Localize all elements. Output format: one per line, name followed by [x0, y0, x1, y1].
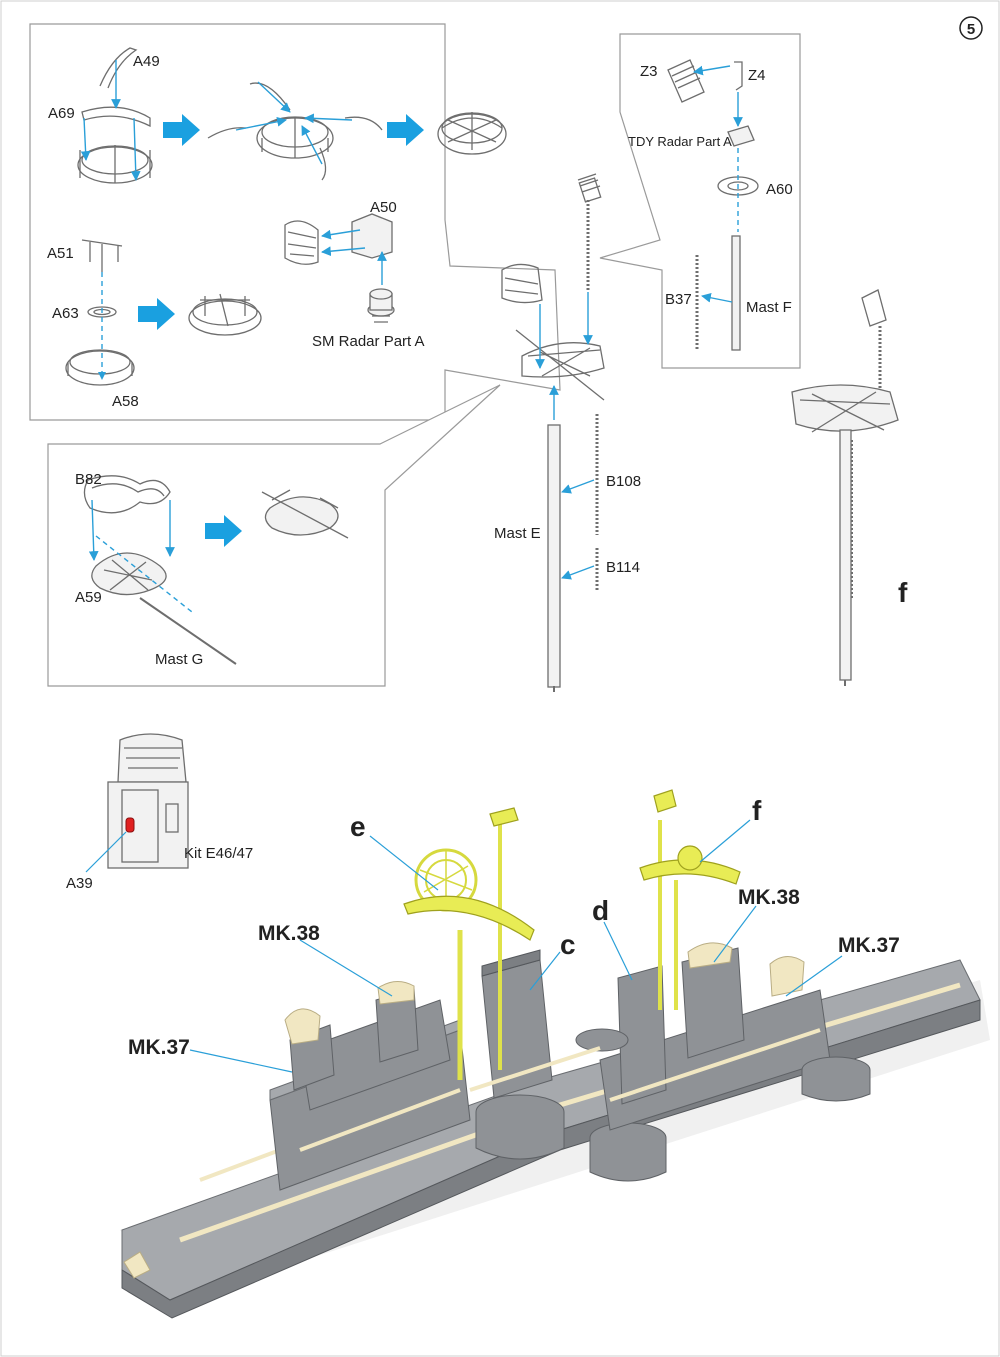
label-tdy-radar-part-a: TDY Radar Part A	[628, 134, 732, 149]
radar-ring-parts: A49 A69	[48, 47, 160, 184]
step-arrow-3	[138, 298, 175, 330]
label-final-f: f	[898, 577, 908, 608]
callout-e: e	[350, 811, 366, 842]
step-arrow-2	[387, 114, 424, 146]
label-b37: B37	[665, 291, 692, 308]
platform-parts: B82 A59 Mast G	[75, 471, 237, 668]
callout-d: d	[592, 895, 609, 926]
label-a51: A51	[47, 245, 74, 262]
label-b114: B114	[606, 559, 640, 576]
label-mast-g: Mast G	[155, 651, 203, 668]
mast-e-parts: B108 B114 Mast E	[494, 414, 641, 692]
radar-mount-finished	[188, 293, 262, 336]
final-mast-assembly: f	[791, 289, 908, 686]
callout-mk37-right: MK.37	[838, 934, 900, 957]
label-a69: A69	[48, 105, 75, 122]
callout-f: f	[752, 795, 762, 826]
label-a49: A49	[133, 53, 160, 70]
label-z4: Z4	[748, 67, 766, 84]
radar-ring-assembly	[207, 81, 383, 181]
label-mast-e: Mast E	[494, 525, 541, 542]
tdy-radar-parts: Z3 Z4 TDY Radar Part A A60 B37 Mast F	[628, 59, 793, 351]
step-arrow-4	[205, 515, 242, 547]
callout-c: c	[560, 929, 576, 960]
callout-mk38-left: MK.38	[258, 922, 320, 945]
radar-ring-finished	[437, 112, 507, 155]
label-z3: Z3	[640, 63, 658, 80]
label-sm-radar-part-a: SM Radar Part A	[312, 333, 425, 350]
kit-detail: Kit E46/47 A39	[66, 733, 253, 892]
step-number: 5	[967, 21, 975, 38]
platform-finished	[261, 489, 349, 539]
step-arrow-1	[163, 114, 200, 146]
label-a59: A59	[75, 589, 102, 606]
callout-mk38-right: MK.38	[738, 886, 800, 909]
sub-assembly-panel-tdy	[599, 33, 801, 369]
label-a50: A50	[370, 199, 397, 216]
label-kit-e46-47: Kit E46/47	[184, 845, 253, 862]
sub-assembly-panel-platform	[47, 384, 501, 687]
mast-top-assembly	[501, 173, 605, 420]
label-a58: A58	[112, 393, 139, 410]
step-number-badge: 5	[959, 16, 983, 40]
sm-radar-parts: A50 SM Radar Part A	[284, 199, 425, 350]
callout-mk37-left: MK.37	[128, 1036, 190, 1059]
label-mast-f: Mast F	[746, 299, 792, 316]
label-a63: A63	[52, 305, 79, 322]
label-a60: A60	[766, 181, 793, 198]
label-b82: B82	[75, 471, 102, 488]
radar-mount-parts: A51 A63 A58	[47, 239, 139, 410]
ship-callouts: e c d f MK.38 MK.37 MK.38 MK.37	[128, 795, 900, 1073]
label-a39: A39	[66, 875, 93, 892]
ship-superstructure	[120, 789, 990, 1319]
label-b108: B108	[606, 473, 641, 490]
highlight-red-part	[125, 817, 135, 833]
